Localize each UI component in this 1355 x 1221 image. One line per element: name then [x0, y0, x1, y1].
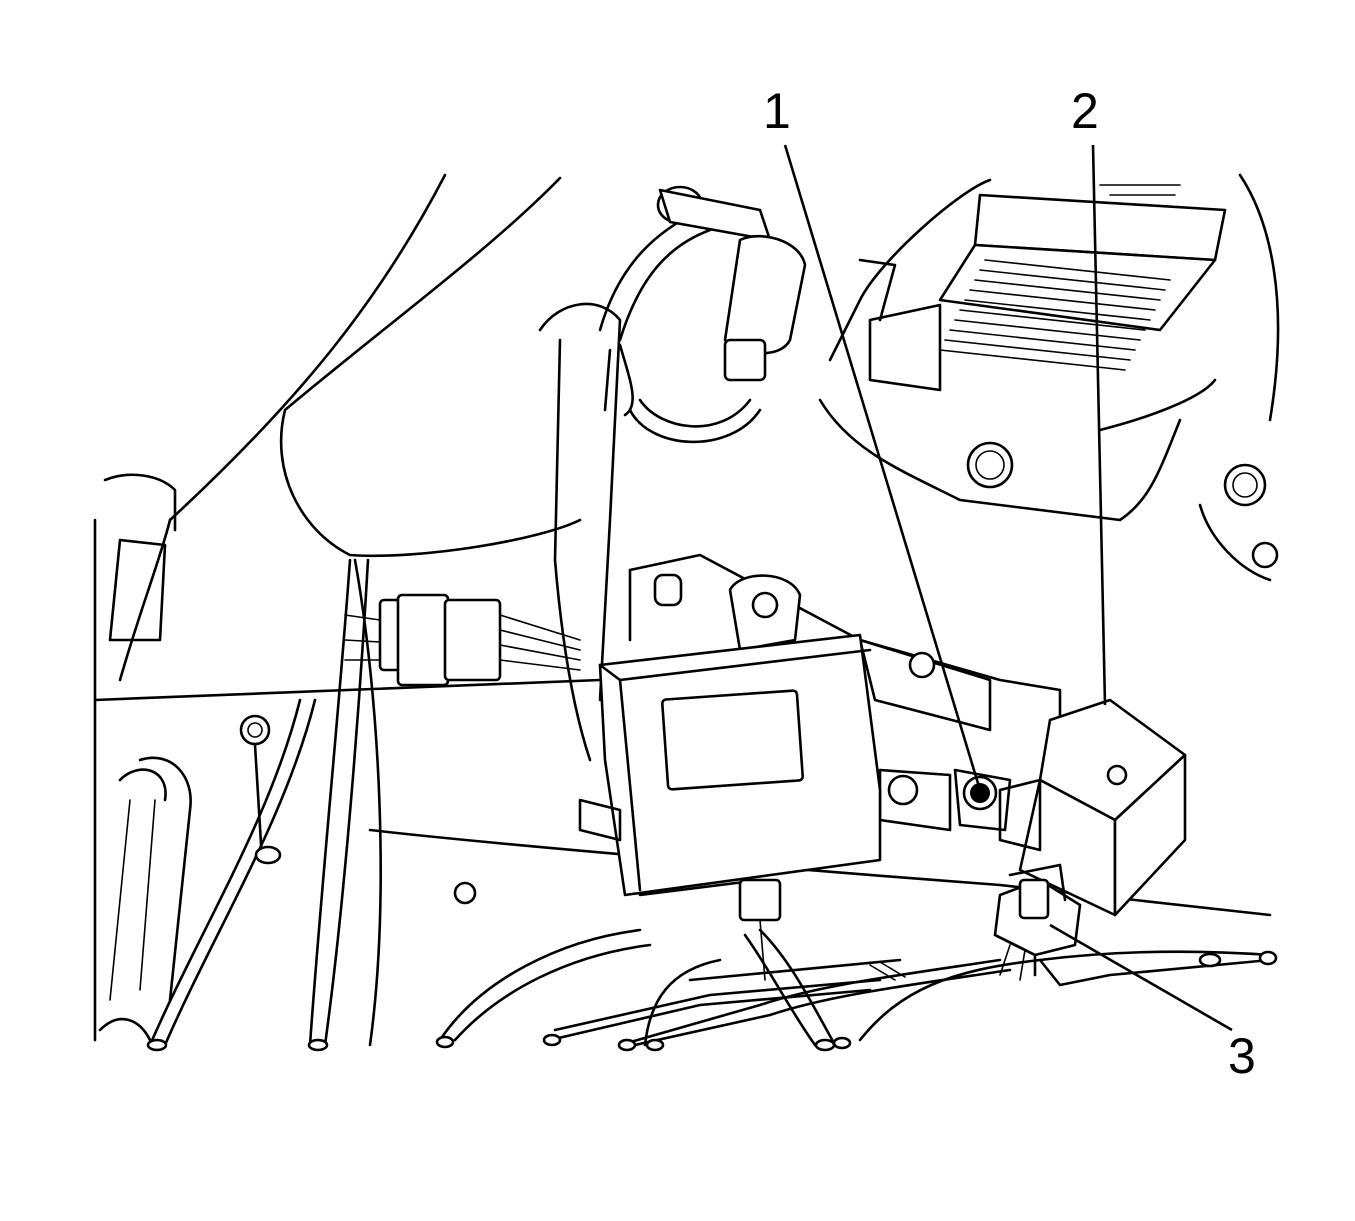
- leader-lines: [783, 144, 1233, 1032]
- leader-line-3: [1049, 923, 1233, 1032]
- callout-labels: 1 2 3: [763, 83, 1256, 1084]
- mounting-bracket: [628, 553, 1062, 832]
- leader-line-1: [783, 144, 982, 791]
- control-module-center: [578, 633, 882, 981]
- left-body-panel: [93, 173, 1272, 1052]
- mounting-nut: [953, 768, 1012, 832]
- callout-1: 1: [763, 83, 791, 139]
- upper-right-module: [818, 173, 1280, 582]
- heat-sink-fins: [939, 259, 1171, 371]
- electrical-connector: [993, 863, 1082, 981]
- callout-2: 2: [1071, 83, 1099, 139]
- upper-wiring-harness: [538, 185, 807, 762]
- lower-wiring-harness: [435, 928, 1278, 1052]
- harness-connector-left: [344, 593, 581, 687]
- callout-3: 3: [1228, 1028, 1256, 1084]
- leader-line-2: [1091, 144, 1107, 706]
